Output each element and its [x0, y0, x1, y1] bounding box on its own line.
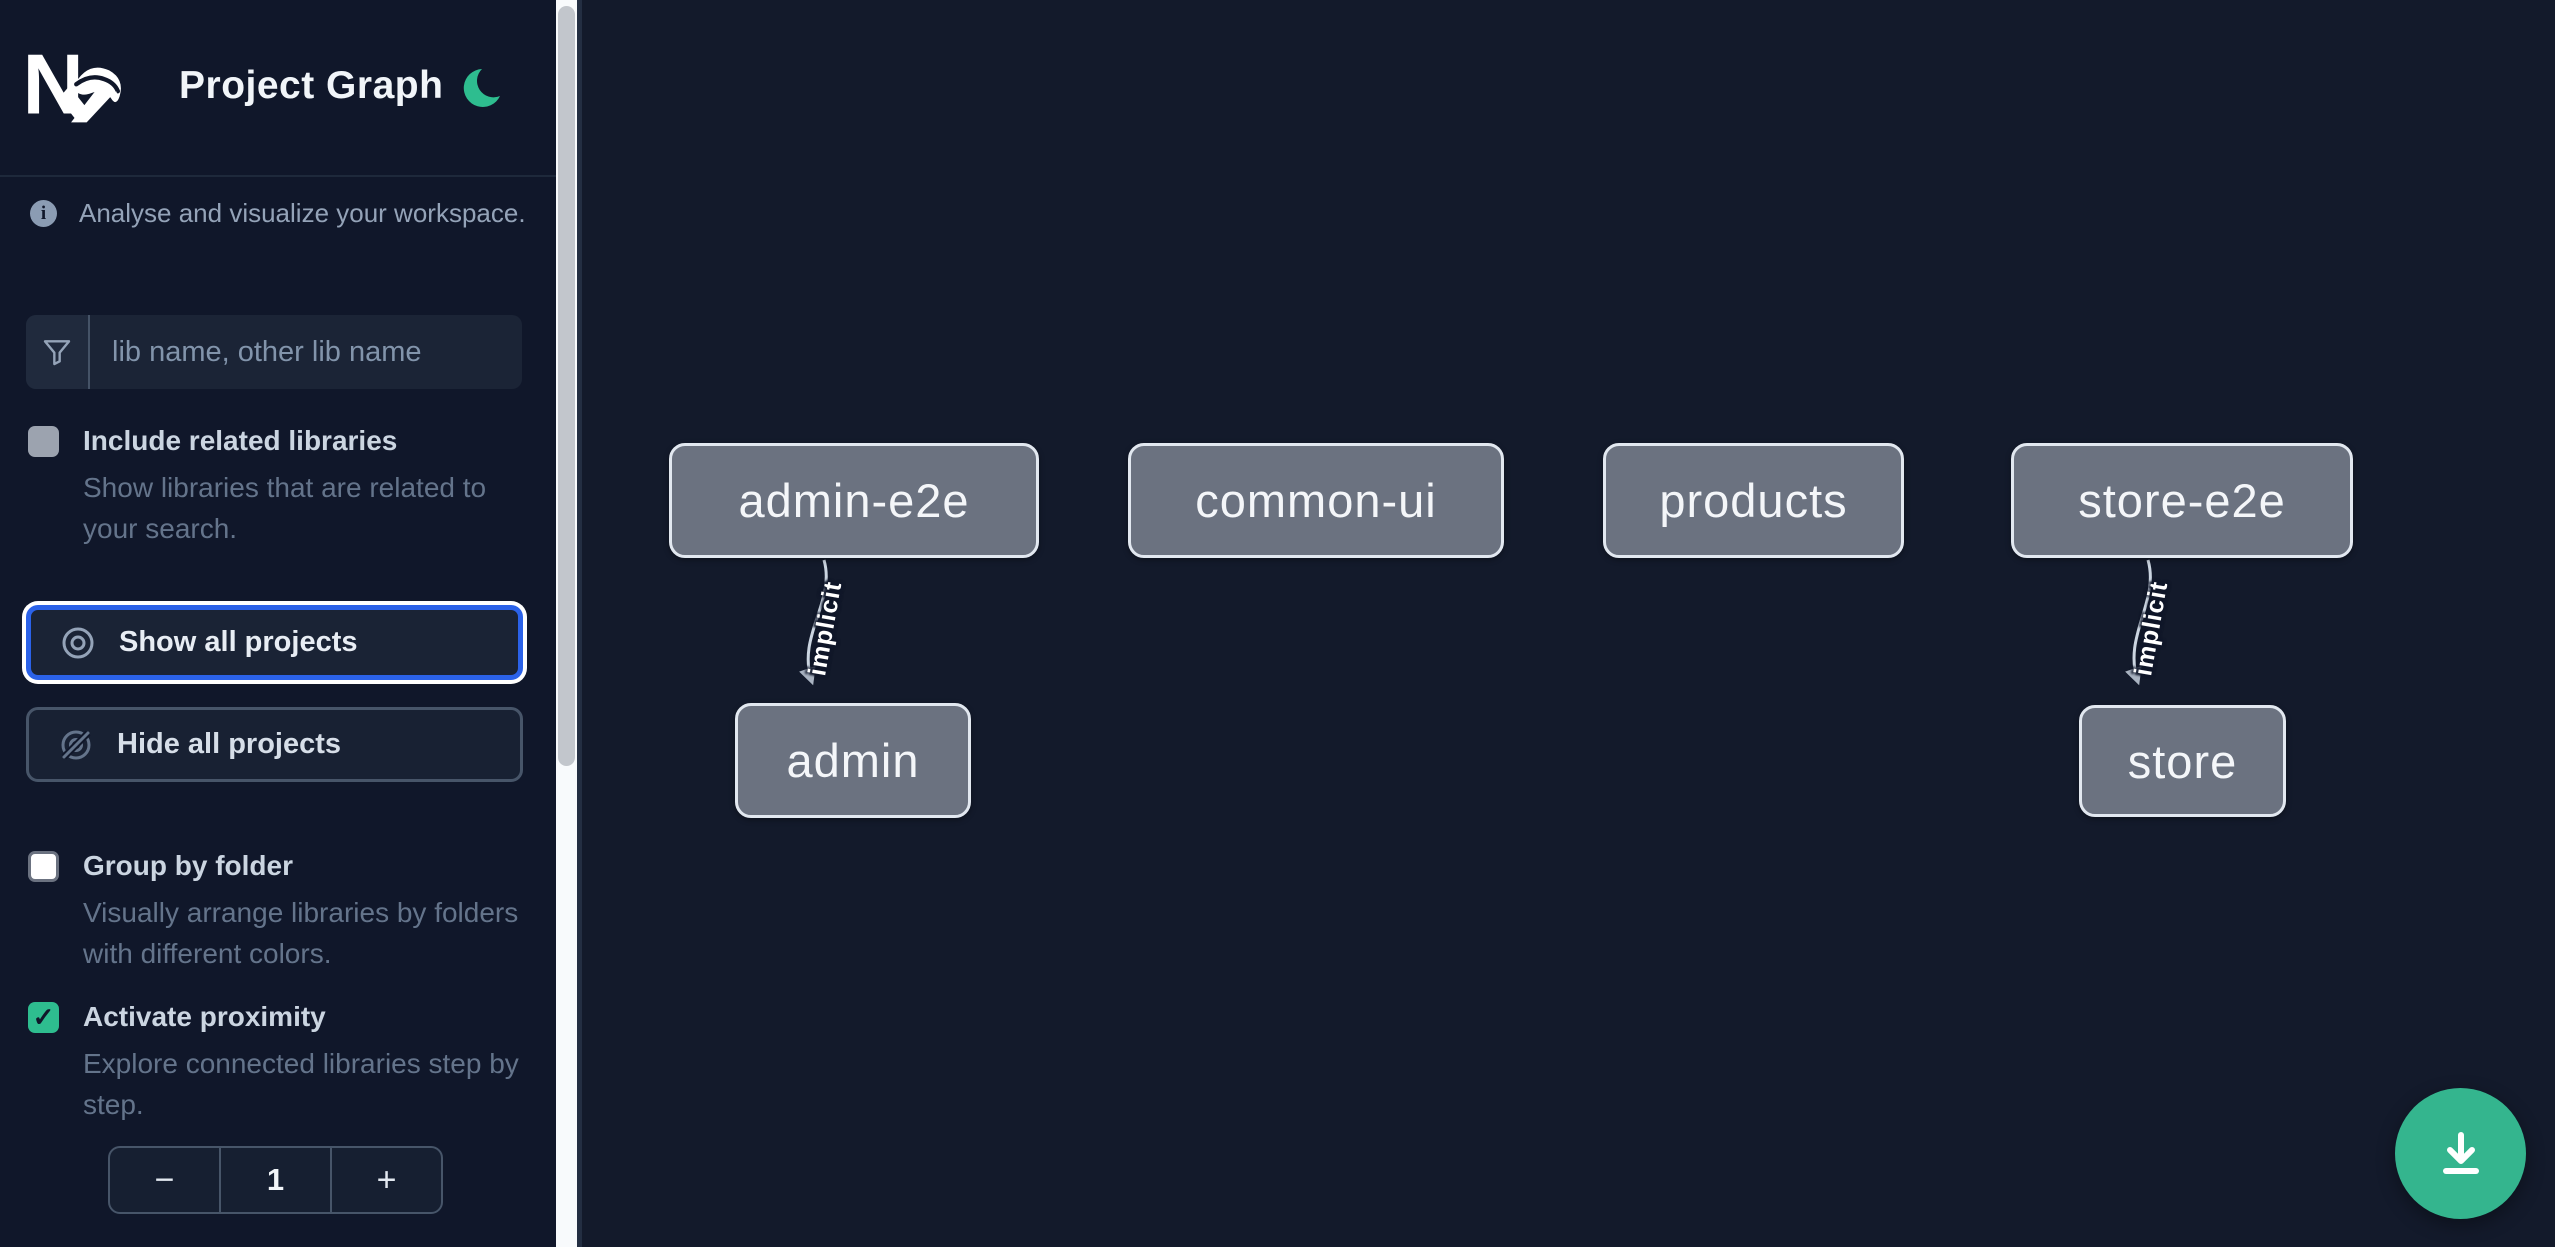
- canvas-left-border: [577, 0, 582, 1247]
- eye-icon: [62, 627, 94, 658]
- graph-node-store-e2e[interactable]: store-e2e: [2011, 443, 2353, 558]
- nx-logo: N: [26, 40, 121, 132]
- eye-off-icon: [61, 730, 91, 759]
- filter-funnel-icon: [26, 315, 90, 389]
- graph-canvas[interactable]: admin-e2e common-ui products store-e2e admin…: [582, 0, 2555, 1247]
- sidebar: N Project Graph i Analyse and visualize …: [0, 0, 556, 1247]
- stepper-increment-button[interactable]: +: [330, 1148, 441, 1212]
- edge-label-store-e2e-store: implicit: [2129, 578, 2174, 678]
- info-text: Analyse and visualize your workspace.: [79, 198, 526, 228]
- include-related-description: Show libraries that are related to your …: [83, 472, 487, 544]
- filter-input-group: [26, 315, 522, 389]
- workspace-info: i Analyse and visualize your workspace.: [30, 198, 526, 229]
- graph-node-products[interactable]: products: [1603, 443, 1904, 558]
- theme-toggle-button[interactable]: [462, 62, 514, 114]
- activate-proximity-checkbox[interactable]: ✓: [28, 1002, 59, 1033]
- sidebar-scrollbar-thumb[interactable]: [558, 6, 575, 766]
- activate-proximity-label: Activate proximity: [83, 1001, 326, 1032]
- filter-input[interactable]: [90, 315, 522, 389]
- info-icon: i: [30, 200, 57, 227]
- stepper-decrement-button[interactable]: −: [154, 1160, 175, 1199]
- sidebar-scrollbar-track[interactable]: [556, 0, 577, 1247]
- moon-icon: [463, 69, 500, 107]
- show-all-projects-button[interactable]: Show all projects: [26, 605, 523, 680]
- graph-node-admin-e2e[interactable]: admin-e2e: [669, 443, 1039, 558]
- stepper-value: 1: [219, 1148, 330, 1212]
- group-by-folder-toggle: Group by folder Visually arrange librari…: [28, 849, 541, 974]
- download-icon: [2442, 1131, 2479, 1174]
- sidebar-header: N Project Graph: [0, 0, 556, 177]
- hide-all-projects-label: Hide all projects: [117, 728, 342, 760]
- graph-edges: [799, 559, 2152, 686]
- group-by-folder-checkbox[interactable]: [28, 851, 59, 882]
- activate-proximity-toggle: ✓ Activate proximity Explore connected l…: [28, 1000, 541, 1125]
- activate-proximity-description: Explore connected libraries step by step…: [83, 1048, 519, 1120]
- graph-node-admin[interactable]: admin: [735, 703, 971, 818]
- include-related-toggle: Include related libraries Show libraries…: [28, 424, 541, 549]
- include-related-label: Include related libraries: [83, 425, 398, 456]
- group-by-folder-description: Visually arrange libraries by folders wi…: [83, 897, 519, 969]
- graph-node-store[interactable]: store: [2079, 705, 2286, 817]
- proximity-depth-stepper: − 1 +: [108, 1146, 443, 1214]
- show-all-projects-label: Show all projects: [119, 626, 358, 658]
- graph-node-common-ui[interactable]: common-ui: [1128, 443, 1504, 558]
- download-graph-button[interactable]: [2395, 1088, 2526, 1219]
- edge-label-admin-e2e-admin: implicit: [803, 578, 848, 678]
- group-by-folder-label: Group by folder: [83, 850, 293, 881]
- include-related-checkbox[interactable]: [28, 426, 59, 457]
- hide-all-projects-button[interactable]: Hide all projects: [26, 707, 523, 782]
- page-title: Project Graph: [179, 64, 444, 107]
